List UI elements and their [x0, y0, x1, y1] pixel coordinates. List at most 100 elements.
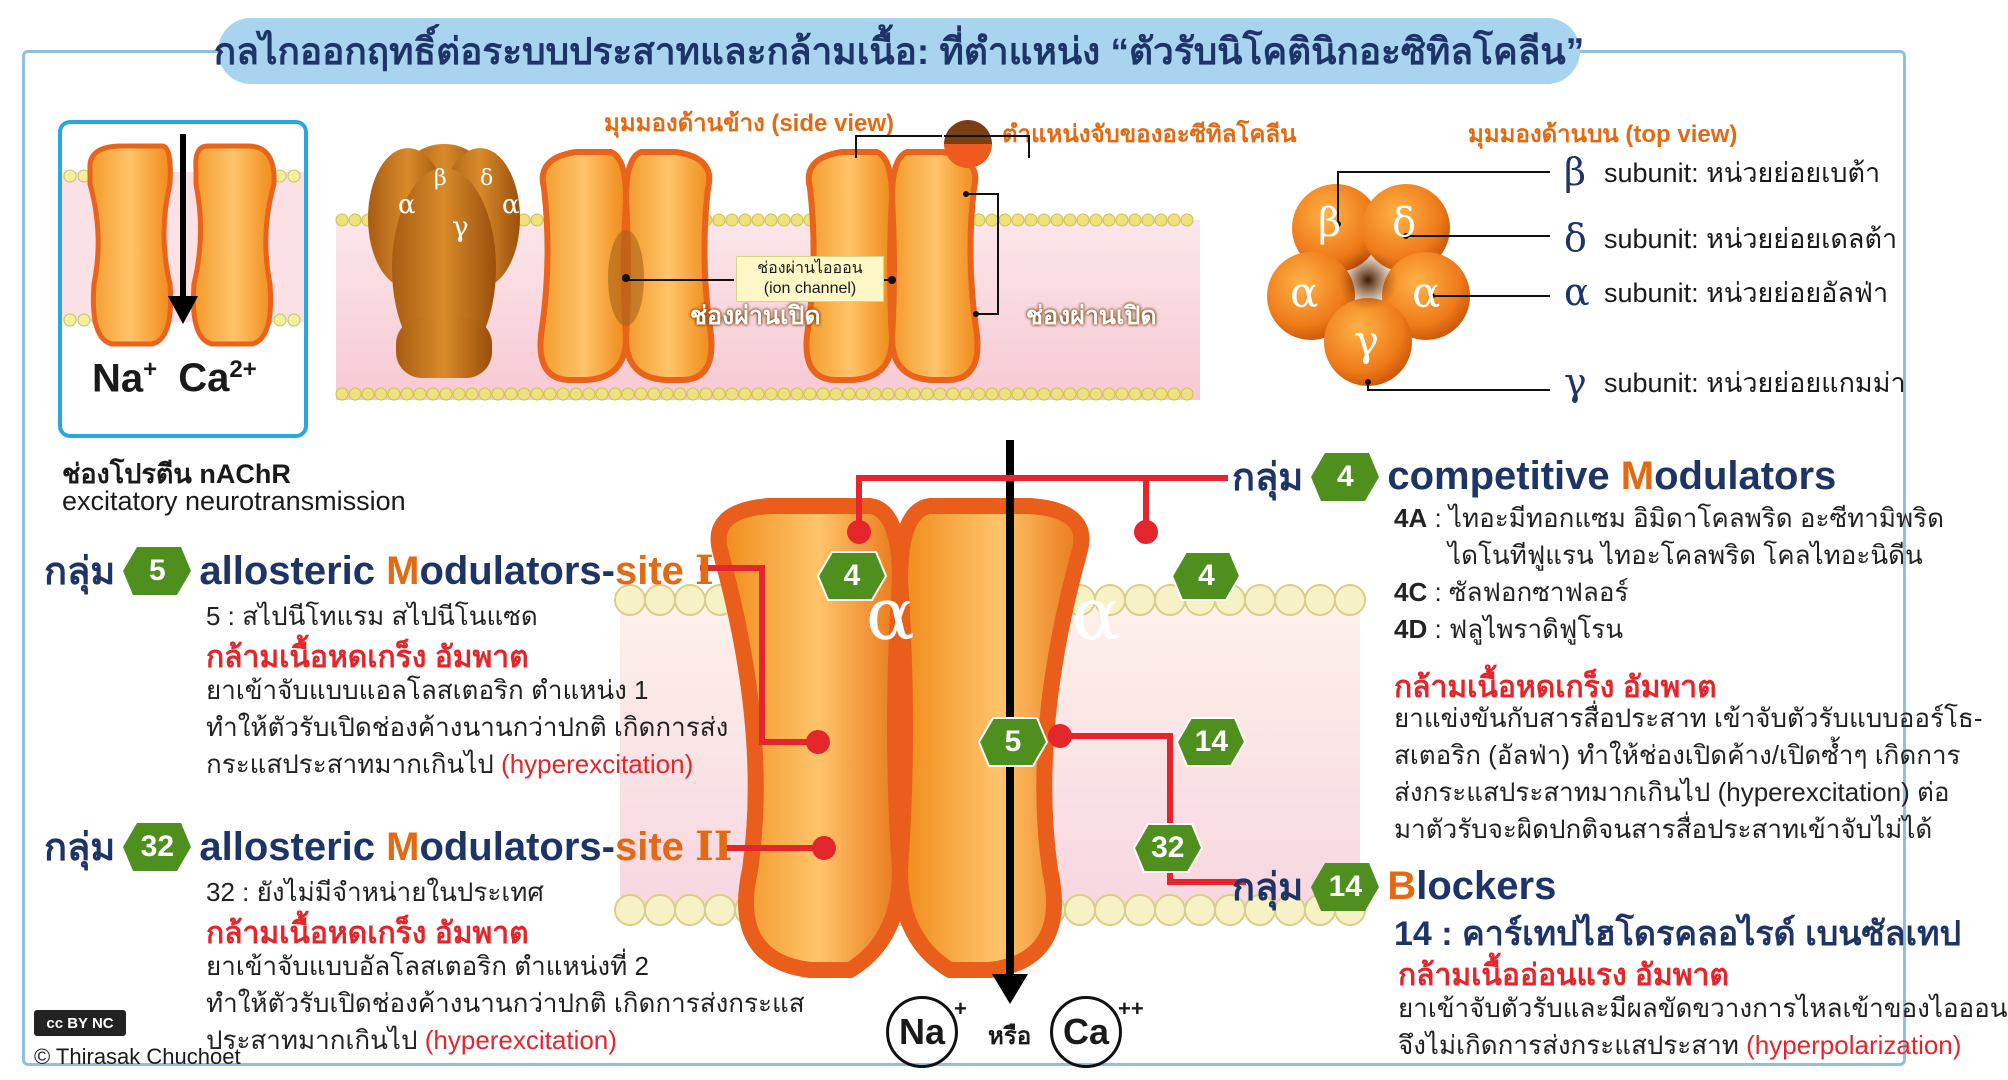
group-14-badge: 14: [1311, 861, 1380, 913]
badge-4-left: 4: [816, 550, 888, 602]
legend-gamma-greek: γ: [1564, 360, 1587, 404]
badge-4-left-text: 4: [843, 559, 861, 592]
ion-channel-en: (ion channel): [763, 280, 857, 297]
group-32-desc-2: ทำให้ตัวรับเปิดช่องค้างนานกว่าปกติ เกิดก…: [206, 988, 805, 1018]
badge-14: 14: [1176, 716, 1247, 768]
group-14-desc-1: ยาเข้าจับตัวรับและมีผลขัดขวางการไหลเข้าข…: [1398, 993, 2008, 1023]
inset-ion-labels: Na+ Ca2+: [92, 356, 257, 401]
acetylcholine-icon: [944, 120, 992, 168]
group-32-number: 32: [140, 829, 175, 863]
group-5-desc-1: ยาเข้าจับแบบแอลโลสเตอริก ตำแหน่ง 1: [206, 675, 649, 705]
top-beta-label: β: [1318, 200, 1342, 246]
legend-delta-greek: δ: [1564, 216, 1587, 260]
ach-leader-left: [855, 135, 942, 158]
ion-na-charge: +: [954, 996, 967, 1021]
top-delta-label: δ: [1392, 200, 1417, 246]
group-4-line-4c: 4C : ซัลฟอกซาฟลอร์: [1394, 577, 1629, 607]
group-4-name: competitive Modulators: [1387, 454, 1837, 498]
g5-connector: [700, 565, 818, 745]
legend-alpha-greek: α: [1564, 270, 1590, 314]
inset-ion-na-charge: +: [143, 356, 158, 383]
group-4-prefix: กลุ่ม: [1232, 457, 1304, 499]
group-5-number: 5: [149, 553, 166, 587]
bracket-leader: [966, 193, 999, 315]
group-14-desc-2: จึงไม่เกิดการส่งกระแสประสาท (hyperpolari…: [1398, 1030, 1962, 1060]
side-subunit-beta: β: [434, 166, 447, 191]
side-receptor-closed: [368, 144, 520, 378]
ion-ca-charge: ++: [1118, 996, 1144, 1021]
side-subunit-alpha-left: α: [398, 190, 416, 220]
ion-channel-th: ช่องผ่านไอออน: [757, 260, 863, 277]
group-4-compounds: 4A : ไทอะมีทอกแซม อิมิดาโคลพริด อะซีทามิ…: [1394, 500, 1944, 648]
ion-ca-circle: Ca: [1050, 996, 1122, 1068]
group-32-desc: ยาเข้าจับแบบอัลโลสเตอริก ตำแหน่งที่ 2 ทำ…: [206, 948, 805, 1059]
group-14-name: Blockers: [1387, 864, 1557, 908]
author-credit: © Thirasak Chuchoet: [34, 1044, 241, 1069]
side-subunit-gamma: γ: [452, 210, 469, 243]
top-gamma-label: γ: [1354, 316, 1380, 365]
group-5-desc-3: กระแสประสาทมากเกินไป (hyperexcitation): [206, 749, 694, 779]
inset-ion-ca: Ca: [178, 356, 230, 401]
group-4-desc-2: สเตอริก (อัลฟ่า) ทำให้ช่องเปิดค้าง/เปิดซ…: [1394, 740, 1961, 770]
badge-4-right-text: 4: [1198, 559, 1215, 592]
ach-leader-right: [944, 135, 1030, 158]
group-4-line-4a-cont: ไดโนทีฟูแรน ไทอะโคลพริด โคลไทอะนิดีน: [1448, 540, 1923, 570]
ion-flow-arrowhead: [992, 974, 1028, 1004]
group-5-effect: กล้ามเนื้อหดเกร็ง อัมพาต: [206, 641, 529, 674]
connector-lines: [700, 475, 1246, 885]
badge-5-text: 5: [1004, 725, 1022, 758]
group-32-name: allosteric Modulators-site II: [199, 823, 733, 870]
group-5-prefix: กลุ่ม: [44, 551, 116, 593]
ion-na-label: Na: [898, 1011, 946, 1052]
badge-4-right: 4: [1171, 550, 1242, 602]
group-14-prefix: กลุ่ม: [1232, 867, 1304, 909]
badge-32-text: 32: [1151, 831, 1185, 864]
inset-diagram: [62, 134, 304, 347]
g4-connector: [856, 475, 1228, 530]
group-32-prefix: กลุ่ม: [44, 827, 116, 869]
ion-or-label: หรือ: [988, 1023, 1032, 1050]
top-alpha-right-label: α: [1412, 268, 1441, 317]
legend-alpha: α subunit: หน่วยย่อยอัลฟ่า: [1564, 270, 1906, 314]
side-view-label: มุมมองด้านข้าง (side view): [604, 110, 895, 137]
inset-ion-ca-charge: 2+: [229, 356, 257, 383]
side-receptor-open-ach: [803, 149, 981, 383]
ion-ca-label: Ca: [1062, 1011, 1110, 1052]
group-4-desc: ยาแข่งขันกับสารสื่อประสาท เข้าจับตัวรับแ…: [1394, 700, 1982, 848]
group-32-badge: 32: [123, 821, 192, 873]
group-5-badge: 5: [123, 545, 192, 597]
legend-gamma: γ subunit: หน่วยย่อยแกมม่า: [1564, 360, 1906, 404]
group-4-badge: 4: [1311, 451, 1380, 503]
badge-14-text: 14: [1194, 725, 1229, 758]
group-14-compounds: 14 : คาร์เทปไฮโดรคลอไรด์ เบนซัลเทป: [1394, 915, 1962, 953]
group-5-compounds: 5 : สไปนีโทแรม สไปนีโนแซด: [206, 601, 538, 631]
main-alpha-right: α: [1072, 572, 1121, 656]
group-14-desc: ยาเข้าจับตัวรับและมีผลขัดขวางการไหลเข้าข…: [1398, 990, 2008, 1064]
side-subunit-delta: δ: [480, 166, 494, 191]
top-beta-ball: [1292, 184, 1380, 272]
inset-box: Na+ Ca2+: [58, 120, 308, 438]
cc-license-badge: cc BY NC: [34, 1010, 126, 1036]
group-32-header: กลุ่ม 32 allosteric Modulators-site II: [44, 816, 732, 877]
group-4-desc-3: ส่งกระแสประสาทมากเกินไป (hyperexcitation…: [1394, 777, 1950, 807]
page-title: กลไกออกฤทธิ์ต่อระบบประสาทและกล้ามเนื้อ: …: [214, 18, 1584, 84]
legend-alpha-text: subunit: หน่วยย่อยอัลฟ่า: [1604, 277, 1889, 308]
ach-alpha-right: α: [1126, 178, 1149, 218]
group-4-desc-4: มาตัวรับจะผิดปกติจนสารสื่อประสาทเข้าจับไ…: [1394, 814, 1933, 844]
legend-gamma-text: subunit: หน่วยย่อยแกมม่า: [1604, 367, 1906, 398]
top-alpha-left-label: α: [1290, 268, 1319, 317]
top-view-diagram: [1267, 171, 1550, 391]
inset-caption-1: ช่องโปรตีน nAChR: [62, 459, 291, 489]
channel-open-label-2: ช่องผ่านเปิด: [1026, 302, 1157, 330]
group-4-line-4a: 4A : ไทอะมีทอกแซม อิมิดาโคลพริด อะซีทามิ…: [1394, 503, 1944, 533]
group-32-desc-3: ประสาทมากเกินไป (hyperexcitation): [206, 1025, 617, 1055]
group-32-effect: กล้ามเนื้อหดเกร็ง อัมพาต: [206, 917, 529, 950]
legend-beta-greek: β: [1564, 150, 1586, 194]
group-5-desc: ยาเข้าจับแบบแอลโลสเตอริก ตำแหน่ง 1 ทำให้…: [206, 672, 728, 783]
ion-na-circle: Na: [886, 996, 958, 1068]
group-14-header: กลุ่ม 14 Blockers: [1232, 856, 1556, 917]
ion-channel-callout: ช่องผ่านไอออน (ion channel): [736, 256, 884, 302]
